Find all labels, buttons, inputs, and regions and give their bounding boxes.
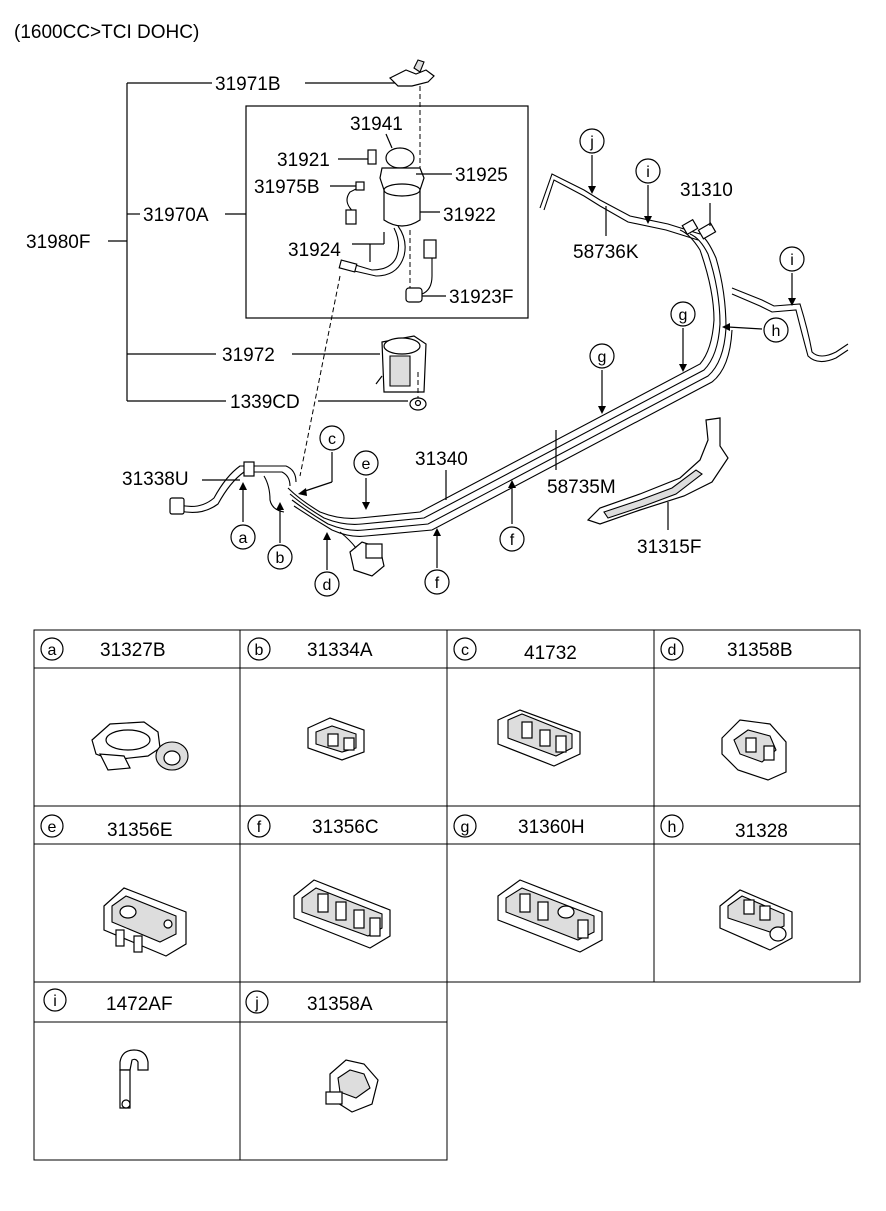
svg-text:b: b: [276, 550, 285, 567]
label-58736K: 58736K: [573, 242, 639, 263]
svg-text:g: g: [679, 307, 688, 324]
clip-cell-a: a 31327B: [40, 637, 189, 771]
svg-text:f: f: [435, 575, 440, 592]
clip-e-illustration: [103, 887, 187, 957]
label-31925: 31925: [455, 165, 508, 186]
svg-text:b: b: [255, 642, 264, 659]
label-31923F: 31923F: [449, 287, 513, 308]
callout-d: d: [314, 532, 340, 597]
clip-cell-f: f 31356C: [247, 814, 391, 949]
clip-h-illustration: [719, 889, 793, 951]
clip-cell-j: j 31358A: [245, 990, 379, 1113]
svg-text:e: e: [362, 456, 371, 473]
clip-c-illustration: [497, 709, 581, 767]
svg-text:c: c: [461, 642, 469, 659]
svg-text:f: f: [510, 532, 515, 549]
label-31980F: 31980F: [26, 232, 90, 253]
label-31941: 31941: [350, 114, 403, 135]
label-1339CD: 1339CD: [230, 392, 300, 413]
filter-assembly-box: [245, 105, 529, 319]
callout-g-mid: g: [589, 343, 615, 414]
callout-c: c: [298, 425, 345, 496]
label-31975B: 31975B: [254, 177, 320, 198]
callout-a: a: [230, 482, 256, 550]
clip-cell-b: b 31334A: [247, 637, 373, 761]
label-31922: 31922: [443, 205, 496, 226]
fuel-lines: [169, 173, 849, 577]
svg-text:j: j: [254, 995, 259, 1012]
callout-g-top: g: [670, 301, 696, 372]
clip-part-31334A: 31334A: [307, 640, 373, 661]
callout-f-left: f: [424, 528, 450, 595]
label-58735M: 58735M: [547, 477, 616, 498]
label-31970A: 31970A: [143, 205, 209, 226]
svg-text:i: i: [53, 993, 57, 1010]
svg-text:g: g: [598, 349, 607, 366]
label-31340: 31340: [415, 449, 468, 470]
clip-i-illustration: [119, 1049, 149, 1109]
label-31310: 31310: [680, 180, 733, 201]
svg-text:h: h: [668, 819, 677, 836]
fuel-filter-part: [330, 133, 452, 303]
callout-e: e: [353, 450, 379, 510]
clip-d-illustration: [721, 719, 787, 781]
clip-part-41732: 41732: [524, 643, 577, 664]
clip-part-31358A: 31358A: [307, 994, 373, 1015]
clip-cell-c: c 41732: [453, 637, 581, 767]
svg-text:a: a: [48, 642, 57, 659]
clip-cell-d: d 31358B: [660, 637, 793, 781]
filter-bracket-31972-part: [375, 335, 427, 411]
clip-cell-i: i 1472AF: [43, 988, 173, 1109]
clip-f-illustration: [293, 879, 391, 949]
label-31971B: 31971B: [215, 74, 281, 95]
callout-b: b: [267, 502, 293, 570]
label-31972: 31972: [222, 345, 275, 366]
label-31924: 31924: [288, 240, 341, 261]
svg-text:i: i: [646, 164, 650, 181]
clip-j-illustration: [325, 1059, 379, 1113]
dashed-leader: [299, 275, 341, 477]
clip-part-31328: 31328: [735, 821, 788, 842]
svg-text:d: d: [323, 577, 332, 594]
svg-text:i: i: [790, 252, 794, 269]
svg-text:j: j: [589, 134, 594, 151]
clip-cell-e: e 31356E: [40, 814, 187, 957]
clip-b-illustration: [307, 717, 365, 761]
clip-part-31356E: 31356E: [107, 820, 173, 841]
svg-text:g: g: [461, 819, 470, 836]
callout-j: j: [579, 128, 605, 194]
callout-i-right: i: [779, 246, 805, 306]
svg-text:e: e: [48, 819, 57, 836]
clip-part-31358B: 31358B: [727, 640, 793, 661]
svg-text:a: a: [239, 530, 248, 547]
svg-text:f: f: [257, 819, 262, 836]
heat-shield-31315F-part: [586, 417, 729, 530]
clip-cell-g: g 31360H: [453, 814, 603, 953]
clip-part-31360H: 31360H: [518, 817, 585, 838]
callout-i-upper: i: [635, 158, 661, 224]
clip-part-31327B: 31327B: [100, 640, 166, 661]
diagram-title: (1600CC>TCI DOHC): [14, 22, 199, 43]
clip-part-1472AF: 1472AF: [106, 994, 173, 1015]
callout-f-right: f: [499, 480, 525, 552]
bracket-31971B-part: [388, 59, 435, 168]
label-31921: 31921: [277, 150, 330, 171]
label-31315F: 31315F: [637, 537, 701, 558]
callout-h: h: [722, 317, 789, 343]
svg-text:h: h: [772, 323, 781, 340]
svg-text:c: c: [328, 431, 336, 448]
clip-part-31356C: 31356C: [312, 817, 379, 838]
clip-a-illustration: [91, 721, 189, 771]
clip-g-illustration: [497, 879, 603, 953]
clip-cell-h: h 31328: [660, 814, 793, 951]
svg-text:d: d: [668, 642, 677, 659]
assembly-bracket: [108, 82, 408, 402]
label-31338U: 31338U: [122, 469, 189, 490]
clip-table: [33, 629, 861, 1161]
